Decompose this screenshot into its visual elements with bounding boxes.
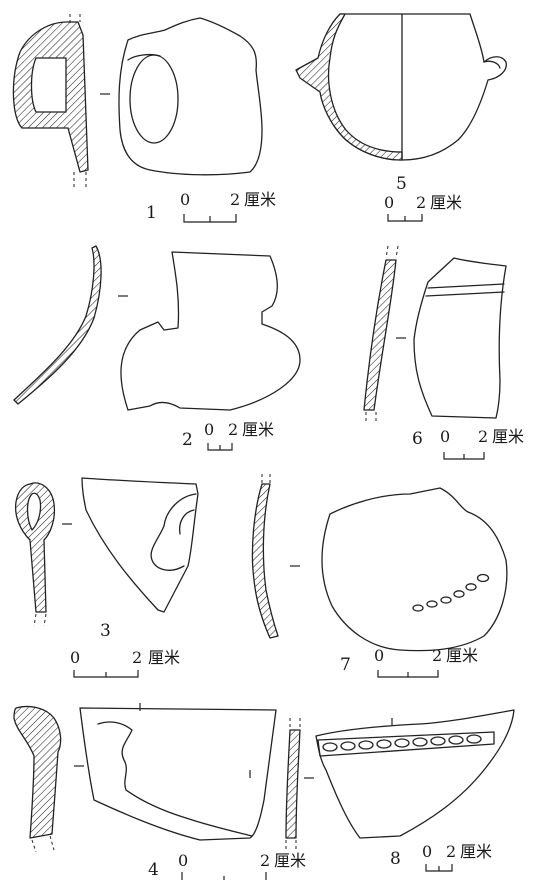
figure-7-scale-bar xyxy=(377,670,439,678)
figure-2-section xyxy=(13,245,102,405)
figure-3-scale-start: 0 xyxy=(70,648,80,667)
figure-5-lug xyxy=(483,60,501,69)
figure-8-label: 8 xyxy=(390,849,401,869)
figure-2-profile xyxy=(120,251,301,411)
figure-1-scale-end: 2 xyxy=(230,190,240,209)
figure-1-label: 1 xyxy=(146,203,157,223)
figure-7-dot-row xyxy=(412,573,490,612)
figure-6-dashed-edge xyxy=(365,245,399,424)
figure-6: 6 0 2 厘米 xyxy=(363,245,524,460)
figure-7-dot xyxy=(426,600,438,608)
figure-8-dot xyxy=(376,739,392,749)
figure-2-scale-start: 0 xyxy=(204,420,214,439)
figure-8-dot xyxy=(448,735,464,745)
figure-8-dashed-edge xyxy=(285,718,301,852)
figure-6-rim-band xyxy=(425,283,505,297)
figure-8-dot xyxy=(340,741,356,751)
figure-1-scale-bar xyxy=(183,214,237,223)
figure-4-dashed-edge xyxy=(31,835,55,853)
figure-4-scale-bar xyxy=(181,872,267,880)
figure-8-band xyxy=(317,731,495,757)
figure-8-scale-start: 0 xyxy=(422,842,432,861)
figure-3-profile xyxy=(81,477,199,613)
figure-3-scale-bar xyxy=(73,670,139,678)
figure-5-scale-bar xyxy=(387,214,423,222)
figure-4-label: 4 xyxy=(148,860,159,880)
figure-7-dot xyxy=(476,573,490,583)
figure-1-profile xyxy=(118,17,263,176)
figure-8-dot xyxy=(322,742,338,752)
figure-7-dashed-edge xyxy=(261,474,271,484)
figure-7-dot xyxy=(412,604,424,612)
figure-7-profile xyxy=(321,487,508,652)
figure-6-label: 6 xyxy=(412,429,423,449)
figure-7-scale-start: 0 xyxy=(374,646,384,665)
figure-2-scale-unit: 厘米 xyxy=(242,420,274,439)
figure-1-handle-scar xyxy=(129,54,179,144)
figure-8-dot xyxy=(358,740,374,750)
figure-3-dashed-edge xyxy=(33,613,47,627)
figure-1-handle-scar-rim xyxy=(127,53,161,61)
figure-8-dot-row xyxy=(322,734,482,752)
figure-2-scale-bar xyxy=(207,443,233,451)
figure-7-scale-unit: 厘米 xyxy=(446,646,478,665)
figure-6-scale-start: 0 xyxy=(440,427,450,446)
figure-4-section xyxy=(13,705,62,839)
figure-4-rim-breakline xyxy=(97,721,253,837)
figure-6-section xyxy=(363,259,397,411)
figure-2-scale-end: 2 xyxy=(228,420,238,439)
figure-8-scale-unit: 厘米 xyxy=(460,842,492,861)
figure-5-label: 5 xyxy=(396,174,407,194)
figure-7-dot xyxy=(440,596,452,604)
figure-4-scale-start: 0 xyxy=(178,851,188,870)
figure-3-scale-end: 2 xyxy=(132,648,142,667)
figure-5-scale-end: 2 xyxy=(416,193,426,212)
figure-1-section xyxy=(12,21,89,173)
figure-6-scale-unit: 厘米 xyxy=(492,427,524,446)
figure-7-section xyxy=(251,483,279,639)
figure-5-section xyxy=(295,13,403,161)
figure-8-dot xyxy=(394,738,410,748)
figure-7-scale-end: 2 xyxy=(432,646,442,665)
figure-3-handle-inner xyxy=(178,509,195,535)
figure-4-scale-unit: 厘米 xyxy=(274,851,306,870)
figure-1-scale-start: 0 xyxy=(180,190,190,209)
figure-8-scale-bar xyxy=(425,864,453,872)
figure-3-section xyxy=(14,482,56,613)
figure-8-dot xyxy=(412,737,428,747)
figure-8-scale-end: 2 xyxy=(446,842,456,861)
figure-7-label: 7 xyxy=(340,655,351,675)
figure-8-section xyxy=(285,729,301,839)
figure-6-profile xyxy=(413,257,507,419)
figure-1: 1 0 2 厘米 xyxy=(12,14,276,223)
figure-2: 2 0 2 厘米 xyxy=(13,245,301,451)
figure-5-scale-unit: 厘米 xyxy=(430,193,462,212)
figure-3: 3 0 2 厘米 xyxy=(14,477,199,678)
figure-5: 5 0 2 厘米 xyxy=(295,13,507,222)
figure-3-scale-unit: 厘米 xyxy=(148,648,180,667)
figure-5-scale-start: 0 xyxy=(384,193,394,212)
figure-6-scale-end: 2 xyxy=(478,427,488,446)
figure-4: 4 0 2 厘米 xyxy=(13,703,306,880)
figure-7-dot xyxy=(453,590,465,598)
figure-3-handle-scar xyxy=(150,493,197,571)
figure-4-profile xyxy=(79,707,277,841)
figure-1-scale-unit: 厘米 xyxy=(244,190,276,209)
figure-7-dot xyxy=(465,583,477,591)
figure-8-dot xyxy=(430,736,446,746)
figure-2-label: 2 xyxy=(182,430,193,450)
figure-8: 8 0 2 厘米 xyxy=(285,709,515,872)
figure-8-dot xyxy=(466,734,482,744)
figure-7: 7 0 2 厘米 xyxy=(251,474,508,678)
figure-6-scale-bar xyxy=(443,452,485,460)
figure-3-label: 3 xyxy=(100,621,111,641)
figure-4-scale-end: 2 xyxy=(260,851,270,870)
figure-8-profile xyxy=(315,709,515,839)
